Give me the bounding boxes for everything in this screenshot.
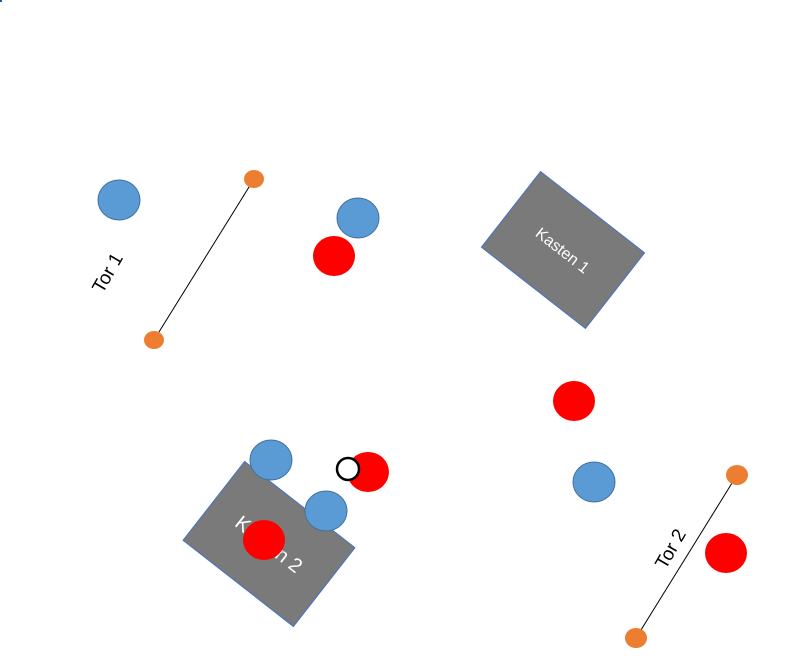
blue-player [572,461,616,503]
goal-post [144,331,164,349]
goal-tor-1: Tor 1 [89,170,264,349]
goal-post [726,465,748,485]
goal-post [244,170,264,188]
goal-label: Tor 1 [89,250,128,297]
goal-line [635,474,738,639]
goal-post [625,628,647,648]
red-player [553,381,595,421]
goal-label: Tor 2 [652,526,691,573]
blue-player [336,197,380,239]
red-player [243,520,285,560]
goal-line [153,178,255,341]
ball [335,456,361,482]
blue-player [249,439,293,481]
corner-mark [0,0,2,2]
red-player [705,533,747,573]
blue-player [97,179,141,221]
box-shape [480,170,646,330]
box-kasten-1: Kasten 1 [480,170,646,330]
red-player [313,236,355,276]
blue-player [304,490,348,532]
